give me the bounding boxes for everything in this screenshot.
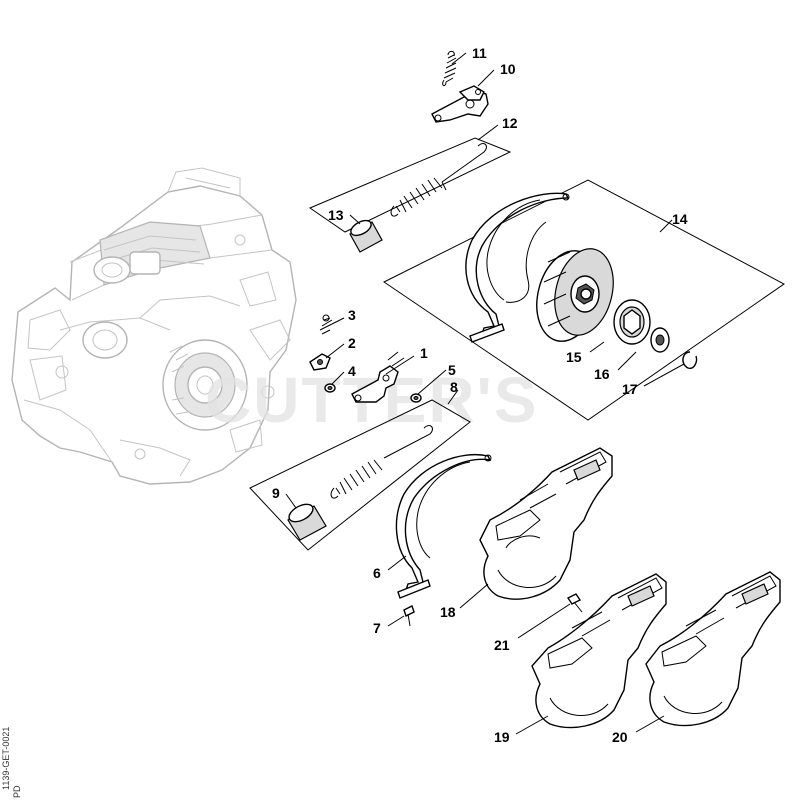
part-7-screw (403, 605, 415, 627)
callout-12: 12 (502, 115, 518, 131)
part-17-e-clip (682, 351, 698, 369)
callout-8: 8 (450, 379, 458, 395)
callout-3: 3 (348, 307, 356, 323)
callout-14: 14 (672, 211, 688, 227)
group-box-8 (249, 399, 471, 551)
part-16-rim-sprocket (613, 299, 651, 345)
callout-17: 17 (622, 381, 638, 397)
part-6-brake-band (395, 453, 492, 599)
part-21-screw (566, 593, 583, 613)
part-5-nut (410, 393, 422, 403)
callout-5: 5 (448, 362, 456, 378)
part-16-washer (650, 327, 670, 353)
callout-1: 1 (420, 345, 428, 361)
callout-2: 2 (348, 335, 356, 351)
group-box-14 (383, 179, 785, 421)
callout-18: 18 (440, 604, 456, 620)
callout-20: 20 (612, 729, 628, 745)
callout-19: 19 (494, 729, 510, 745)
leader-lines (285, 52, 685, 735)
group-box-12 (308, 137, 512, 233)
callout-16: 16 (594, 366, 610, 382)
part-4-nut (324, 383, 336, 393)
part-14-brake-band (465, 192, 570, 343)
part-11-spring (442, 50, 457, 87)
part-2-bracket (309, 353, 331, 371)
callout-9: 9 (272, 485, 280, 501)
callout-15: 15 (566, 349, 582, 365)
drawing-code: 1139-GET-0021 PD (1, 727, 22, 798)
part-18-brake-cover (479, 447, 613, 600)
callout-10: 10 (500, 61, 516, 77)
drawing-code-text: 1139-GET-0021 (1, 727, 11, 790)
part-13-sleeve (349, 219, 383, 253)
part-19-brake-cover (531, 573, 667, 729)
part-20-brake-cover (645, 571, 781, 727)
callout-labels: 1 2 3 4 5 6 7 8 9 10 11 12 13 14 15 16 1… (272, 45, 688, 745)
part-9-sleeve (287, 503, 327, 541)
drawing-code-suffix: PD (12, 785, 22, 798)
part-15-clutch-drum (536, 248, 614, 342)
part-1-lever (351, 351, 405, 403)
part-10-lever-bracket (431, 85, 489, 123)
callout-4: 4 (348, 363, 356, 379)
part-12-brake-rod-spring (390, 143, 487, 217)
part-8-brake-rod-spring (330, 425, 433, 499)
part-3-spring (319, 314, 333, 335)
callout-7: 7 (373, 620, 381, 636)
callout-11: 11 (472, 45, 487, 61)
engine-block-illustration (11, 167, 297, 485)
callout-13: 13 (328, 207, 344, 223)
callout-6: 6 (373, 565, 381, 581)
callout-21: 21 (494, 637, 510, 653)
